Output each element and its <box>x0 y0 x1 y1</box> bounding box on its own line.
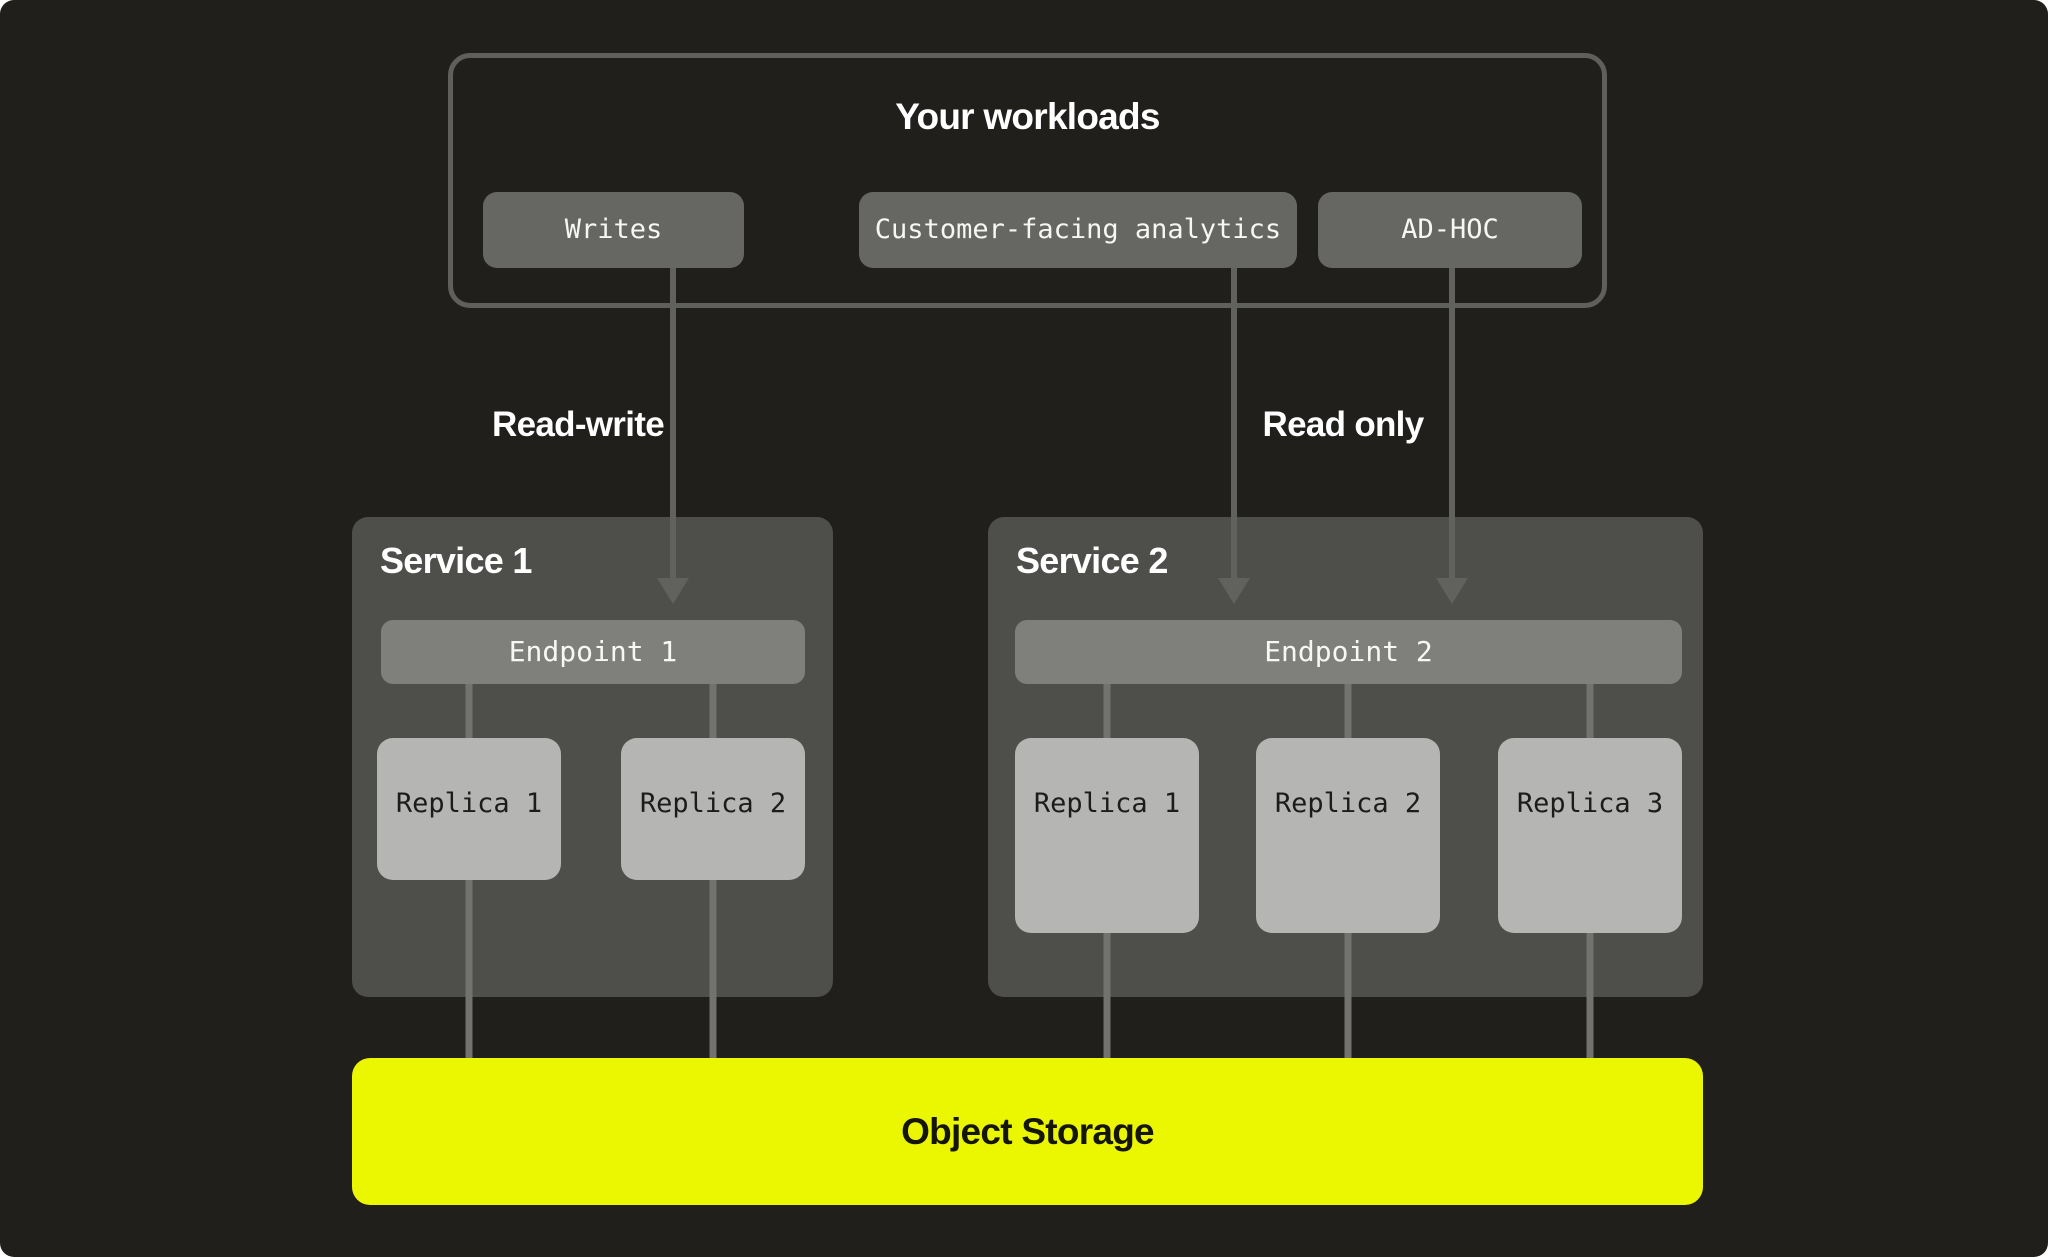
service-1-title: Service 1 <box>380 540 532 581</box>
workloads-frame <box>448 53 1607 308</box>
read-write-label: Read-write <box>492 405 665 444</box>
endpoint-1-bar: Endpoint 1 <box>381 620 805 684</box>
workload-chip-analytics: Customer-facing analytics <box>859 192 1297 268</box>
object-storage-bar: Object Storage <box>352 1058 1703 1205</box>
service-1-replica-1: Replica 1 <box>377 738 561 880</box>
workload-chip-adhoc: AD-HOC <box>1318 192 1582 268</box>
workload-chip-writes: Writes <box>483 192 744 268</box>
endpoint-2-bar: Endpoint 2 <box>1015 620 1682 684</box>
service-2-replica-1: Replica 1 <box>1015 738 1199 933</box>
service-2-replica-3: Replica 3 <box>1498 738 1682 933</box>
service-2-replica-2: Replica 2 <box>1256 738 1440 933</box>
service-1-replica-2: Replica 2 <box>621 738 805 880</box>
workloads-title: Your workloads <box>895 96 1160 137</box>
read-only-label: Read only <box>1262 405 1425 444</box>
service-2-title: Service 2 <box>1016 540 1168 581</box>
